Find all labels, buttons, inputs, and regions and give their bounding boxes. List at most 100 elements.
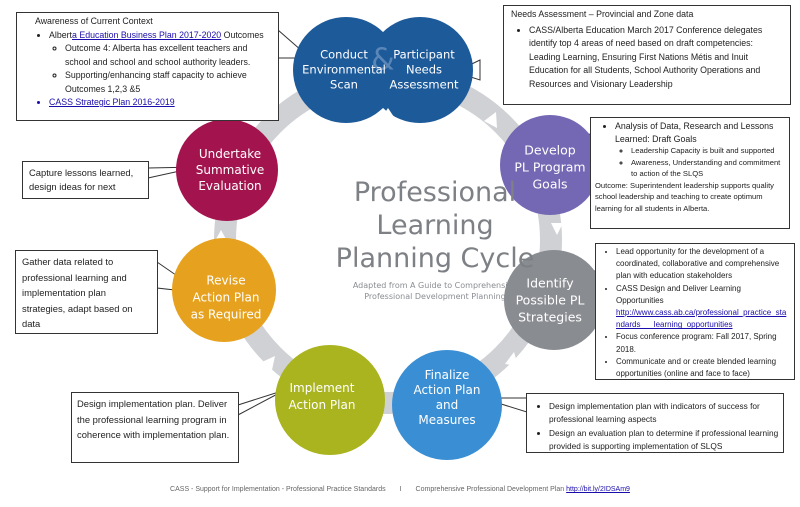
ampersand: & — [371, 42, 395, 78]
list-item: Awareness, Understanding and commitment … — [631, 157, 784, 180]
footer: CASS - Support for Implementation - Prof… — [0, 486, 800, 493]
list-item: Analysis of Data, Research and Lessons L… — [615, 120, 784, 180]
list-item: Design an evaluation plan to determine i… — [549, 427, 779, 452]
title-line: Learning — [376, 210, 494, 241]
label-line: Undertake — [198, 147, 262, 161]
business-plan-link[interactable]: a Education Business Plan 2017-2020 — [71, 29, 222, 40]
label-line: Measures — [418, 413, 476, 427]
label-line: Needs — [405, 62, 443, 77]
label-line: Implement — [289, 381, 355, 395]
callout-goals: Analysis of Data, Research and Lessons L… — [590, 117, 790, 229]
list-item: Supporting/enhancing staff capacity to a… — [65, 69, 270, 96]
sub-list: Leadership Capacity is built and support… — [615, 145, 784, 180]
label-line: Participant — [393, 47, 455, 62]
list-item: CASS/Alberta Education March 2017 Confer… — [529, 24, 784, 92]
subtitle-line: Adapted from A Guide to Comprehensive — [352, 281, 518, 290]
arrow-icon — [505, 352, 518, 366]
arrow-icon — [484, 112, 497, 128]
callout-list: CASS/Alberta Education March 2017 Confer… — [511, 24, 784, 92]
footer-left: CASS - Support for Implementation - Prof… — [170, 486, 386, 493]
list-item: Lead opportunity for the development of … — [616, 246, 790, 283]
callout-list: Design implementation plan with indicato… — [533, 400, 779, 452]
label-line: and — [435, 398, 459, 412]
goals-outcome: Outcome: Superintendent leadership suppo… — [595, 180, 774, 213]
strategic-plan-link[interactable]: CASS Strategic Plan 2016-2019 — [49, 97, 175, 107]
callout-heading: Awareness of Current Context — [35, 16, 153, 26]
stage-circle-participant — [367, 17, 473, 123]
label-line: Summative — [195, 163, 265, 177]
callout-text: Gather data related to professional lear… — [22, 256, 133, 329]
label-line: as Required — [190, 307, 262, 322]
label-line: Environmental — [302, 62, 386, 77]
list-item: Leadership Capacity is built and support… — [631, 145, 784, 157]
arrow-icon — [262, 356, 275, 370]
label-line: Action Plan — [413, 383, 481, 397]
label-line: PL Program — [514, 159, 586, 175]
list-item: Alberta Education Business Plan 2017-202… — [49, 29, 270, 97]
stage-label-conduct: Conduct Environmental Scan — [302, 48, 386, 93]
stage-label-participant: Participant Needs Assessment — [390, 48, 459, 93]
list-item: Focus conference program: Fall 2017, Spr… — [616, 331, 790, 355]
arrow-icon — [380, 108, 396, 120]
label-line: Scan — [330, 77, 358, 92]
text: Analysis of Data, Research and Lessons L… — [615, 121, 774, 144]
list-item: CASS Design and Deliver Learning Opportu… — [616, 283, 790, 332]
list-item: Communicate and or create blended learni… — [616, 356, 790, 380]
stage-circle-develop — [500, 115, 600, 215]
sub-list: Outcome 4: Alberta has excellent teacher… — [49, 42, 270, 96]
diagram-title: Professional Learning Planning Cycle — [300, 176, 570, 275]
arrow-icon — [551, 223, 563, 235]
subtitle-line: Professional Development Planning — [364, 292, 506, 301]
callout-text: Capture lessons learned, design ideas fo… — [29, 167, 134, 192]
text: Outcomes — [221, 29, 264, 40]
label-line: Revise — [206, 273, 246, 288]
list-item: CASS Strategic Plan 2016-2019 — [49, 96, 270, 110]
stage-label-implement: Implement Action Plan — [289, 380, 356, 414]
label-line: Develop — [524, 142, 576, 158]
footer-link[interactable]: http://bit.ly/2IDSAm9 — [566, 486, 630, 493]
text: CASS Design and Deliver Learning Opportu… — [616, 283, 741, 305]
stage-label-develop: Develop PL Program Goals — [514, 142, 585, 193]
stage-label-undertake: Undertake Summative Evaluation — [196, 146, 264, 194]
footer-right: Comprehensive Professional Development P… — [415, 486, 567, 493]
callout-heading: Needs Assessment – Provincial and Zone d… — [511, 9, 694, 19]
title-line: Professional — [353, 177, 517, 208]
label-line: Strategies — [518, 309, 582, 325]
callout-needs: Needs Assessment – Provincial and Zone d… — [503, 5, 791, 105]
text: Albert — [49, 29, 72, 40]
label-line: Conduct — [320, 47, 368, 62]
callout-strategies: Lead opportunity for the development of … — [595, 243, 795, 380]
callout-measures: Design implementation plan with indicato… — [526, 393, 784, 453]
callout-text: Design implementation plan. Deliver the … — [77, 398, 230, 440]
callout-list: Alberta Education Business Plan 2017-202… — [35, 29, 270, 110]
callout-gather: Gather data related to professional lear… — [15, 250, 158, 334]
list-item: Outcome 4: Alberta has excellent teacher… — [65, 42, 270, 69]
stage-label-finalize: Finalize Action Plan and Measures — [414, 368, 481, 428]
label-line: Finalize — [424, 368, 470, 382]
learning-opportunities-link[interactable]: http://www.cass.ab.ca/professional_pract… — [616, 308, 787, 330]
label-line: Assessment — [389, 77, 459, 92]
callout-list: Analysis of Data, Research and Lessons L… — [595, 120, 784, 180]
stage-circle-implement — [275, 345, 385, 455]
stage-circle-revise — [172, 238, 276, 342]
stage-circle-finalize — [392, 350, 502, 460]
stage-circle-undertake — [176, 119, 278, 221]
stage-label-identify: Identify Possible PL Strategies — [516, 275, 585, 326]
footer-separator: I — [399, 486, 402, 493]
callout-implement: Design implementation plan. Deliver the … — [71, 392, 239, 463]
label-line: Action Plan — [192, 290, 260, 305]
list-item: Design implementation plan with indicato… — [549, 400, 779, 425]
label-line: Action Plan — [288, 398, 356, 412]
stage-circle-identify — [504, 250, 604, 350]
callout-context: Awareness of Current Context Alberta Edu… — [16, 12, 279, 121]
label-line: Evaluation — [198, 179, 262, 193]
label-line: Possible PL — [515, 292, 585, 308]
diagram-subtitle: Adapted from A Guide to Comprehensive Pr… — [290, 280, 580, 302]
stage-circle-conduct — [293, 17, 399, 123]
callout-lessons: Capture lessons learned, design ideas fo… — [22, 161, 149, 199]
arrow-icon — [385, 417, 397, 431]
stage-label-revise: Revise Action Plan as Required — [191, 273, 262, 324]
label-line: Identify — [526, 275, 574, 291]
callout-list: Lead opportunity for the development of … — [600, 246, 790, 380]
